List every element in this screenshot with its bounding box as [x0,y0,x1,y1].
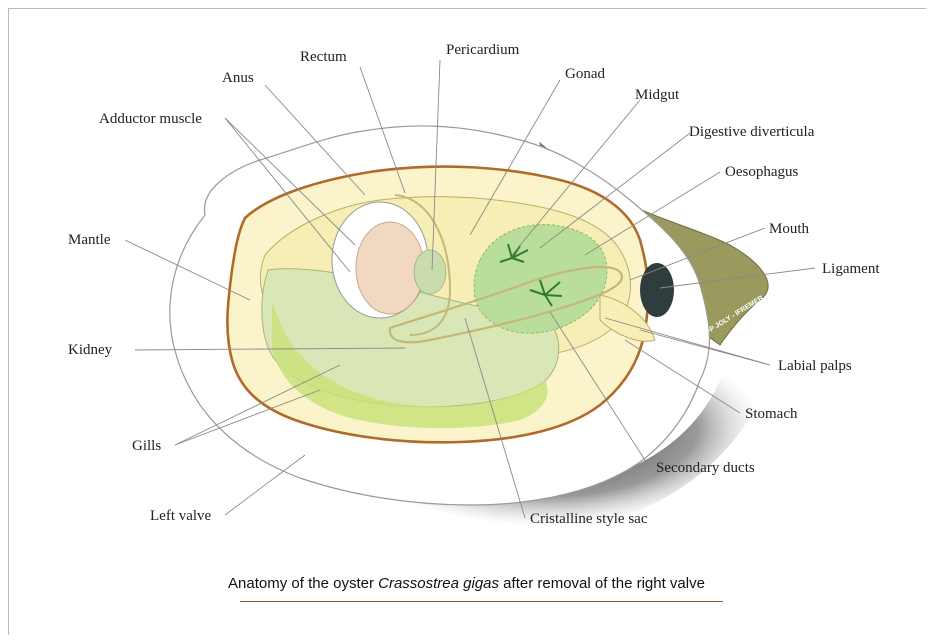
label-oesophagus: Oesophagus [725,164,798,180]
label-gonad: Gonad [565,66,605,82]
label-mouth: Mouth [769,221,810,237]
label-labial-palps: Labial palps [778,358,852,374]
label-kidney: Kidney [68,342,113,358]
pericardium-sac [414,250,446,294]
label-ligament: Ligament [822,261,880,277]
figure-caption: Anatomy of the oyster Crassostrea gigas … [0,575,933,592]
label-secondary-ducts: Secondary ducts [656,460,755,476]
caption-prefix: Anatomy of the oyster [228,575,378,592]
label-stomach: Stomach [745,406,798,422]
caption-species: Crassostrea gigas [378,575,499,592]
label-left-valve: Left valve [150,508,212,524]
label-pericardium: Pericardium [446,42,520,58]
label-adductor-muscle: Adductor muscle [99,111,202,127]
label-gills: Gills [132,438,161,454]
label-anus: Anus [222,70,254,86]
caption-underline [240,601,723,602]
label-cristalline-style-sac: Cristalline style sac [530,511,648,527]
label-rectum: Rectum [300,49,347,65]
caption-suffix: after removal of the right valve [499,575,705,592]
label-mantle: Mantle [68,232,111,248]
label-digestive-diverticula: Digestive diverticula [689,124,815,140]
adductor-muscle [356,222,424,314]
label-midgut: Midgut [635,87,680,103]
ligament [640,263,674,317]
